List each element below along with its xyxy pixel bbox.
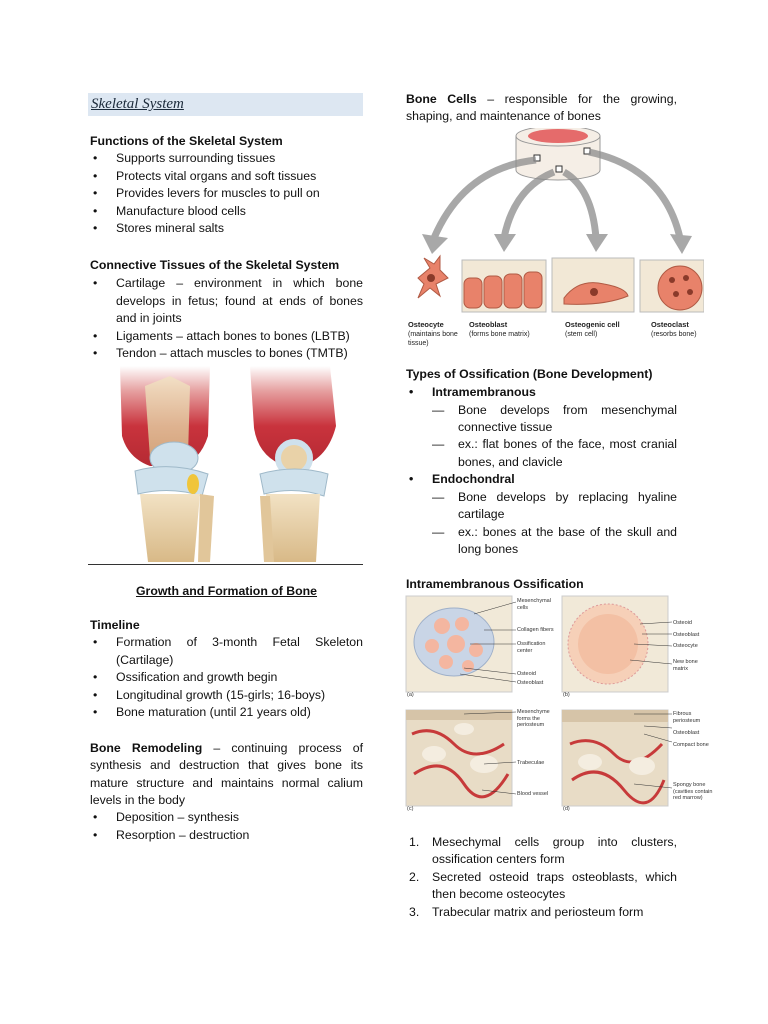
list-item: 2.Secreted osteoid traps osteoblasts, wh…	[409, 869, 677, 902]
section-divider	[88, 564, 363, 565]
panel-a	[405, 595, 517, 693]
bone-cells-text: – responsible for the growing, shaping, …	[406, 92, 677, 124]
label-c: Mesenchyme forms the periosteum	[517, 709, 550, 728]
list-item: Resorption – destruction	[90, 827, 363, 845]
osteoblast-caption: Osteoblast(forms bone matrix)	[469, 320, 530, 338]
bone-cells-term: Bone Cells	[406, 92, 477, 106]
type-point: —Bone develops by replacing hyaline cart…	[432, 489, 677, 522]
list-item: Longitudinal growth (15-girls; 16-boys)	[90, 687, 363, 705]
label-a: Osteoblast	[517, 680, 544, 686]
label-d: Compact bone	[673, 742, 709, 748]
title-bar: Skeletal System	[88, 93, 363, 116]
intra-steps: 1.Mesechymal cells group into clusters, …	[406, 834, 677, 921]
remodeling-term: Bone Remodeling	[90, 741, 203, 755]
intramembranous-ossification-figure	[405, 595, 673, 807]
panel-letter: (d)	[563, 806, 570, 812]
label-c: Blood vessel	[517, 791, 549, 797]
panel-c	[405, 709, 517, 807]
label-d: Fibrous periosteum	[673, 711, 701, 724]
panel-letter: (a)	[407, 692, 414, 698]
label-a: Ossification center	[517, 641, 546, 654]
list-item: 1.Mesechymal cells group into clusters, …	[409, 835, 677, 867]
list-item: Manufacture blood cells	[90, 203, 363, 221]
timeline-list: Formation of 3-month Fetal Skeleton (Car…	[90, 634, 363, 722]
type-point: —Bone develops from mesenchymal connecti…	[432, 402, 677, 434]
list-item: Bone maturation (until 21 years old)	[90, 704, 363, 722]
type-point: —ex.: bones at the base of the skull and…	[432, 524, 677, 557]
list-item: Ligaments – attach bones to bones (LBTB)	[90, 328, 363, 346]
list-item: Cartilage – environment in which bone de…	[90, 275, 363, 328]
osteocyte-cell	[417, 254, 449, 299]
knee-front-view	[120, 366, 214, 562]
list-item: 3.Trabecular matrix and periosteum form	[409, 904, 644, 919]
label-b: Osteoblast	[673, 632, 700, 638]
list-item: Provides levers for muscles to pull on	[90, 185, 363, 203]
osteoclast-cell	[639, 259, 704, 313]
label-a: Collagen fibers	[517, 627, 554, 633]
label-a: Osteoid	[517, 671, 536, 677]
functions-heading: Functions of the Skeletal System	[90, 134, 283, 148]
list-item: Stores mineral salts	[90, 220, 363, 238]
label-d: Spongy bone (cavities contain red marrow…	[673, 782, 713, 801]
osteoclast-caption: Osteoclast(resorbs bone)	[651, 320, 697, 338]
knee-side-view	[250, 366, 336, 562]
type-name: Endochondral	[406, 471, 677, 489]
osteogenic-caption: Osteogenic cell(stem cell)	[565, 320, 620, 338]
growth-heading: Growth and Formation of Bone	[135, 584, 318, 598]
list-item: Tendon – attach muscles to bones (TMTB)	[90, 345, 363, 363]
ossification-types: Intramembranous —Bone develops from mese…	[406, 384, 677, 558]
label-a: Mesenchymal cells	[517, 598, 551, 611]
osteogenic-cell	[551, 257, 635, 313]
osteoblast-cells	[461, 259, 547, 313]
timeline-heading: Timeline	[90, 618, 140, 632]
remodeling-paragraph: Bone Remodeling – continuing process of …	[90, 740, 363, 810]
panel-letter: (c)	[407, 806, 414, 812]
connective-heading: Connective Tissues of the Skeletal Syste…	[90, 258, 340, 272]
intra-heading: Intramembranous Ossification	[406, 577, 584, 591]
type-name: Intramembranous	[406, 384, 677, 402]
ossification-heading: Types of Ossification (Bone Development)	[406, 367, 653, 381]
panel-d	[561, 709, 673, 807]
bone-cells-diagram	[417, 128, 704, 313]
list-item: Formation of 3-month Fetal Skeleton (Car…	[90, 634, 363, 669]
list-item: Protects vital organs and soft tissues	[90, 168, 363, 186]
functions-list: Supports surrounding tissues Protects vi…	[90, 150, 363, 238]
bone-cells-paragraph: Bone Cells – responsible for the growing…	[406, 91, 677, 126]
page-title: Skeletal System	[91, 96, 184, 112]
list-item: Ossification and growth begin	[90, 669, 363, 687]
panel-b	[561, 595, 673, 693]
osteocyte-caption: Osteocyte(maintains bone tissue)	[408, 320, 458, 347]
label-d: Osteoblast	[673, 730, 700, 736]
remodeling-text: – continuing process of synthesis and de…	[90, 741, 363, 808]
label-b: Osteocyte	[673, 643, 698, 649]
panel-letter: (b)	[563, 692, 570, 698]
label-c: Trabeculae	[517, 760, 545, 766]
label-b: Osteoid	[673, 620, 692, 626]
type-point: —ex.: flat bones of the face, most crani…	[432, 437, 677, 469]
connective-list: Cartilage – environment in which bone de…	[90, 275, 363, 363]
knee-illustration	[120, 366, 336, 562]
remodeling-list: Deposition – synthesis Resorption – dest…	[90, 809, 363, 844]
list-item: Deposition – synthesis	[90, 809, 363, 827]
list-item: Supports surrounding tissues	[90, 150, 363, 168]
label-b: New bone matrix	[673, 659, 698, 672]
